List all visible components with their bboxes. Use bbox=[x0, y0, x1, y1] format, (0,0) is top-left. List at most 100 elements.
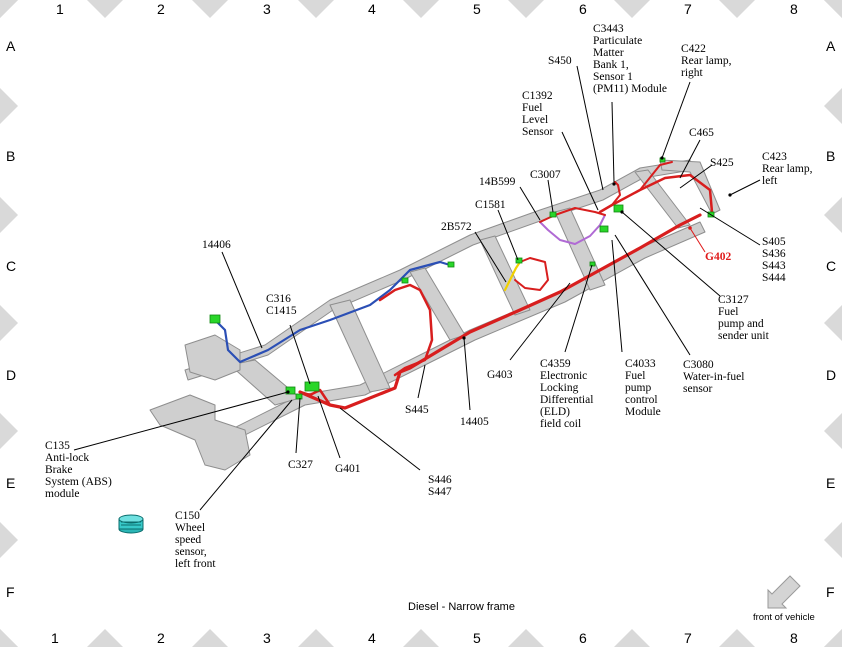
edge-marker-bottom-6 bbox=[614, 629, 650, 647]
grid-col-3-bottom: 3 bbox=[263, 630, 271, 646]
label-s445: S445 bbox=[405, 404, 429, 416]
label-c3443-line-5: Sensor 1 bbox=[593, 71, 633, 83]
harness-14406 bbox=[213, 260, 452, 364]
label-c135-line-4: System (ABS) bbox=[45, 476, 112, 488]
grid-col-2-bottom: 2 bbox=[157, 630, 165, 646]
label-s445-line-1: S445 bbox=[405, 404, 429, 416]
edge-marker-top-3 bbox=[298, 0, 334, 18]
edge-marker-bottom-7 bbox=[719, 629, 755, 647]
label-c3127-line-4: sender unit bbox=[718, 330, 770, 342]
label-c422-line-1: C422 bbox=[681, 43, 706, 55]
edge-marker-left-6 bbox=[0, 629, 18, 647]
grid-row-b-left: B bbox=[6, 148, 15, 164]
label-g401: G401 bbox=[335, 463, 361, 475]
label-2b572: 2B572 bbox=[441, 221, 472, 233]
grid-col-8-bottom: 8 bbox=[790, 630, 798, 646]
line-c135 bbox=[73, 391, 289, 451]
frame-rail-left bbox=[199, 221, 706, 456]
label-c4033-line-5: Module bbox=[625, 406, 661, 418]
label-c3127-line-3: pump and bbox=[718, 318, 764, 330]
connector-c3007 bbox=[549, 211, 557, 218]
label-c3007-line-1: C3007 bbox=[530, 169, 561, 181]
label-s450: S450 bbox=[548, 55, 572, 67]
label-c4033-line-1: C4033 bbox=[625, 358, 656, 370]
line-g402 bbox=[689, 227, 706, 253]
connector-c4359 bbox=[589, 261, 596, 267]
label-c3443-line-2: Particulate bbox=[593, 35, 642, 47]
line-s450 bbox=[576, 65, 604, 191]
label-g401-line-1: G401 bbox=[335, 463, 361, 475]
line-2b572 bbox=[474, 231, 507, 283]
label-c422-line-2: Rear lamp, bbox=[681, 55, 732, 67]
edge-marker-top-7 bbox=[719, 0, 755, 18]
label-14b599-line-1: 14B599 bbox=[479, 176, 516, 188]
label-s425: S425 bbox=[710, 157, 734, 169]
label-c3443-line-1: C3443 bbox=[593, 23, 624, 35]
label-s405-line-3: S443 bbox=[762, 260, 786, 272]
vehicle-frame bbox=[149, 159, 721, 471]
line-c4033 bbox=[611, 239, 623, 353]
edge-marker-top-4 bbox=[403, 0, 439, 18]
front-crossmember bbox=[184, 334, 241, 381]
connector-front-1 bbox=[401, 277, 409, 284]
edge-marker-left-0 bbox=[0, 0, 18, 18]
line-14406 bbox=[221, 251, 263, 349]
callout-arrowheads bbox=[286, 156, 732, 394]
label-c135-line-2: Anti-lock bbox=[45, 452, 89, 464]
edge-marker-top-6 bbox=[614, 0, 650, 18]
grid-col-3-top: 3 bbox=[263, 1, 271, 17]
label-c4359-line-6: field coil bbox=[540, 418, 581, 430]
grid-col-1-top: 1 bbox=[56, 1, 64, 17]
grid-col-1-bottom: 1 bbox=[51, 630, 59, 646]
edge-marker-left-5 bbox=[0, 522, 18, 558]
label-c422-line-3: right bbox=[681, 67, 704, 79]
front-suspension bbox=[149, 394, 251, 471]
grid-col-7-top: 7 bbox=[684, 1, 692, 17]
wiring-harnesses bbox=[213, 161, 714, 410]
connector-front-2 bbox=[447, 261, 455, 268]
edge-marker-left-4 bbox=[0, 413, 18, 449]
line-c1581 bbox=[497, 209, 519, 261]
edge-marker-right-1 bbox=[824, 88, 842, 124]
grid-col-6-bottom: 6 bbox=[579, 630, 587, 646]
edge-marker-right-3 bbox=[824, 305, 842, 341]
harness-g401 bbox=[298, 388, 332, 407]
grid-col-5-bottom: 5 bbox=[473, 630, 481, 646]
label-g403: G403 bbox=[487, 369, 513, 381]
label-s446-line-1: S446 bbox=[428, 474, 452, 486]
edge-marker-top-2 bbox=[192, 0, 228, 18]
connector-c3443 bbox=[613, 204, 624, 213]
connector-c1581 bbox=[515, 257, 523, 264]
harness-14405 bbox=[298, 213, 702, 410]
label-c1392-line-1: C1392 bbox=[522, 90, 553, 102]
connectors bbox=[209, 157, 715, 400]
line-14b599 bbox=[519, 186, 541, 221]
label-c3127-line-2: Fuel bbox=[718, 306, 738, 318]
grid-row-d-right: D bbox=[826, 367, 836, 383]
grid-row-c-right: C bbox=[826, 258, 836, 274]
label-g402: G402 bbox=[705, 251, 731, 263]
label-14406-line-1: 14406 bbox=[202, 239, 231, 251]
line-c327 bbox=[295, 397, 301, 454]
edge-marker-top-1 bbox=[87, 0, 123, 18]
label-s446-line-2: S447 bbox=[428, 486, 452, 498]
label-c327-line-1: C327 bbox=[288, 459, 313, 471]
arrow-c3127 bbox=[620, 210, 624, 214]
label-c465: C465 bbox=[689, 127, 714, 139]
label-g403-line-1: G403 bbox=[487, 369, 513, 381]
diagram-caption: Diesel - Narrow frame bbox=[408, 601, 515, 613]
arrow-g402 bbox=[688, 226, 692, 230]
arrow-c3443 bbox=[612, 182, 616, 186]
line-s425 bbox=[679, 164, 713, 189]
label-c316-line-1: C316 bbox=[266, 293, 291, 305]
label-c150-line-3: speed bbox=[175, 534, 201, 546]
line-c316 bbox=[289, 324, 311, 385]
harness-14405-branch-c3443 bbox=[611, 181, 621, 206]
label-14405: 14405 bbox=[460, 416, 489, 428]
front-of-vehicle-label: front of vehicle bbox=[753, 612, 815, 623]
